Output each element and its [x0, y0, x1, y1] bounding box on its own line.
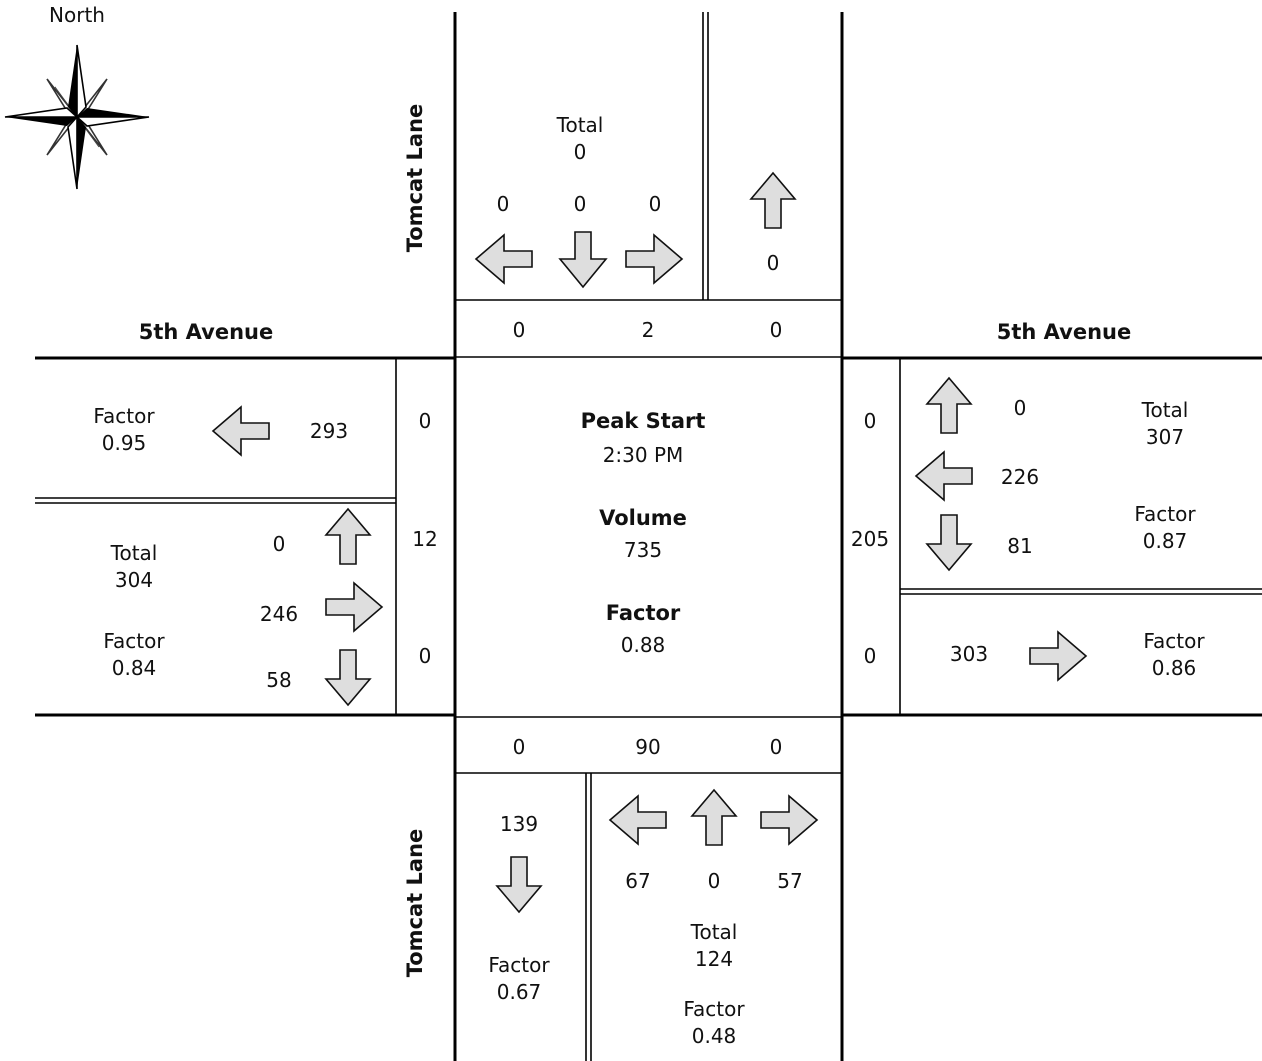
peak-start-value: 2:30 PM [603, 443, 684, 467]
east-exiting-count: 303 [950, 642, 988, 666]
arrow-down-icon [497, 857, 541, 912]
north-ped-center: 2 [642, 318, 655, 342]
volume-label: Volume [599, 506, 687, 530]
south-ped-right: 0 [770, 735, 783, 759]
east-total-value: 307 [1146, 425, 1184, 449]
south-total-label: Total [690, 920, 738, 944]
east-total-label: Total [1141, 398, 1189, 422]
south-exit-factor-label: Factor [488, 953, 550, 977]
arrow-up-icon [326, 509, 370, 564]
west-factor-label: Factor [103, 629, 165, 653]
south-right-turn-count: 57 [777, 869, 802, 893]
arrow-right-icon [761, 796, 817, 844]
south-ped-left: 0 [513, 735, 526, 759]
arrow-up-icon [751, 173, 795, 228]
east-exit-factor-value: 0.86 [1152, 656, 1197, 680]
peak-start-label: Peak Start [581, 409, 706, 433]
street-name-west: 5th Avenue [139, 320, 274, 344]
north-ped-left: 0 [513, 318, 526, 342]
east-left-turn-count: 81 [1007, 534, 1032, 558]
south-left-turn-count: 67 [625, 869, 650, 893]
arrow-up-icon [927, 378, 971, 433]
arrow-up-icon [692, 790, 736, 845]
north-ped-right: 0 [770, 318, 783, 342]
volume-value: 735 [624, 538, 662, 562]
west-left-turn-count: 0 [273, 532, 286, 556]
west-through-count: 246 [260, 602, 298, 626]
arrow-right-icon [326, 583, 382, 631]
south-total-value: 124 [695, 947, 733, 971]
south-exit-factor-value: 0.67 [497, 980, 542, 1004]
west-ped-middle: 12 [412, 527, 437, 551]
arrow-down-icon [326, 650, 370, 705]
street-name-north: Tomcat Lane [403, 104, 427, 253]
arrow-left-icon [476, 235, 532, 283]
road-lines [35, 12, 1262, 1061]
west-exit-factor-value: 0.95 [102, 431, 147, 455]
north-through-count: 0 [574, 192, 587, 216]
east-through-count: 226 [1001, 465, 1039, 489]
west-exit-factor-label: Factor [93, 404, 155, 428]
arrow-left-icon [610, 796, 666, 844]
east-factor-value: 0.87 [1143, 529, 1188, 553]
east-ped-middle: 205 [851, 527, 889, 551]
arrow-left-icon [916, 452, 972, 500]
north-right-turn-count: 0 [497, 192, 510, 216]
east-factor-label: Factor [1134, 502, 1196, 526]
north-left-turn-count: 0 [649, 192, 662, 216]
west-exiting-count: 293 [310, 419, 348, 443]
compass: North [5, 3, 149, 189]
west-right-turn-count: 58 [266, 668, 291, 692]
west-factor-value: 0.84 [112, 656, 157, 680]
north-exiting-count: 0 [767, 251, 780, 275]
south-ped-center: 90 [635, 735, 660, 759]
south-factor-value: 0.48 [692, 1024, 737, 1048]
arrow-left-icon [213, 407, 269, 455]
arrow-right-icon [1030, 632, 1086, 680]
south-factor-label: Factor [683, 997, 745, 1021]
center-summary: Peak Start 2:30 PM Volume 735 Factor 0.8… [581, 409, 706, 657]
south-exiting-count: 139 [500, 812, 538, 836]
west-total-value: 304 [115, 568, 153, 592]
north-total-label: Total [556, 113, 604, 137]
east-right-turn-count: 0 [1014, 396, 1027, 420]
compass-north-label: North [49, 3, 105, 27]
compass-rose-icon [5, 45, 149, 189]
arrow-down-icon [560, 232, 606, 287]
north-approach: Total 0 0 0 0 0 0 2 0 [476, 113, 795, 342]
west-total-label: Total [110, 541, 158, 565]
street-name-south: Tomcat Lane [403, 829, 427, 978]
west-ped-top: 0 [419, 409, 432, 433]
south-approach: 0 90 0 139 Factor 0.67 67 0 57 Total 124… [488, 735, 817, 1048]
west-approach: Factor 0.95 293 Total 304 Factor 0.84 0 … [93, 404, 437, 705]
east-exit-factor-label: Factor [1143, 629, 1205, 653]
arrow-right-icon [626, 235, 682, 283]
peak-factor-label: Factor [606, 601, 681, 625]
east-ped-bottom: 0 [864, 644, 877, 668]
peak-factor-value: 0.88 [621, 633, 666, 657]
street-name-east: 5th Avenue [997, 320, 1132, 344]
east-approach: 0 205 0 0 226 81 Total 307 Factor 0.87 3… [851, 378, 1205, 680]
arrow-down-icon [927, 515, 971, 570]
east-ped-top: 0 [864, 409, 877, 433]
west-ped-bottom: 0 [419, 644, 432, 668]
south-through-count: 0 [708, 869, 721, 893]
north-total-value: 0 [574, 140, 587, 164]
